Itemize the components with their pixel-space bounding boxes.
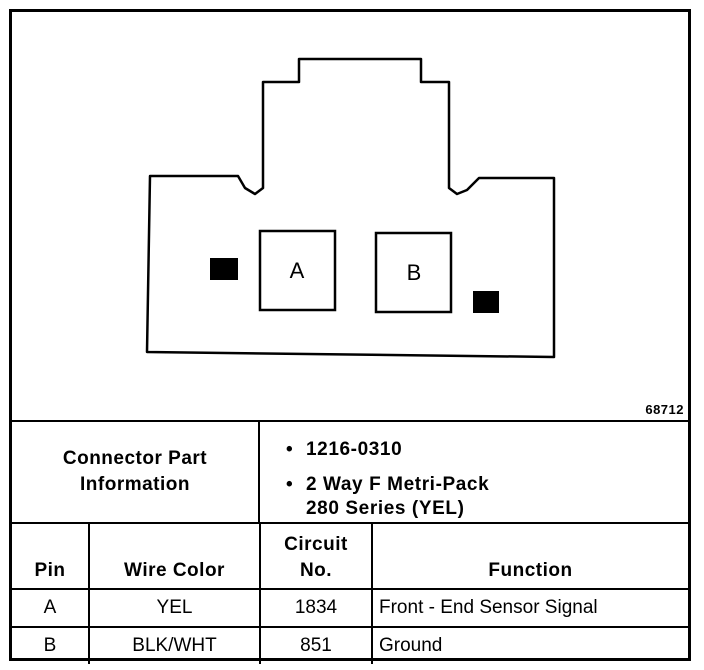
- header-circuit-line2: No.: [299, 560, 333, 582]
- connector-part-info-label: Connector Part Information: [12, 422, 260, 522]
- connector-type-line1: 2 Way F Metri-Pack: [306, 474, 490, 495]
- cell-function: Ground: [371, 625, 688, 664]
- figure-id: 68712: [645, 402, 684, 417]
- locking-key-left: [210, 258, 238, 280]
- connector-face-view: A B: [145, 57, 556, 359]
- header-circuit-no: Circuit No.: [259, 521, 373, 591]
- pin-cavity-a: [258, 229, 337, 312]
- header-circuit-line1: Circuit: [284, 534, 348, 556]
- cell-function: Front - End Sensor Signal: [371, 588, 688, 628]
- part-number: 1216-0310: [306, 439, 403, 460]
- cell-wire-color: YEL: [88, 588, 261, 628]
- connector-drawing-area: A B 68712: [12, 12, 688, 420]
- pin-cavity-b: [374, 231, 453, 314]
- connector-part-info-row: Connector Part Information • 1216-0310 •…: [12, 420, 688, 522]
- cell-pin: A: [12, 588, 90, 628]
- cell-circuit: 851: [259, 625, 373, 664]
- pin-label-a: A: [290, 258, 305, 283]
- connector-diagram-sheet: A B 68712 Connector Part Information • 1…: [9, 9, 691, 664]
- locking-key-right: [473, 291, 499, 313]
- cell-pin: B: [12, 625, 90, 664]
- connector-type-line2: 280 Series (YEL): [306, 498, 465, 519]
- cell-circuit: 1834: [259, 588, 373, 628]
- pin-function-table: Pin Wire Color Circuit No. Function A YE…: [12, 521, 688, 664]
- header-function: Function: [371, 521, 688, 591]
- part-number-item: • 1216-0310: [286, 438, 403, 462]
- table-row: B BLK/WHT 851 Ground: [12, 625, 688, 664]
- table-header-row: Pin Wire Color Circuit No. Function: [12, 521, 688, 591]
- header-wire-color: Wire Color: [88, 521, 261, 591]
- header-pin: Pin: [12, 521, 90, 591]
- cell-wire-color: BLK/WHT: [88, 625, 261, 664]
- bullet-dot: •: [286, 439, 294, 460]
- pin-label-b: B: [407, 260, 422, 285]
- connector-part-info-list: • 1216-0310 • 2 Way F Metri-Pack 280 Ser…: [260, 422, 688, 522]
- info-label-line2: Information: [80, 474, 190, 495]
- info-label-line1: Connector Part: [62, 448, 208, 469]
- bullet-dot: •: [286, 474, 294, 495]
- table-row: A YEL 1834 Front - End Sensor Signal: [12, 588, 688, 628]
- connector-type-item: • 2 Way F Metri-Pack 280 Series (YEL): [286, 473, 490, 521]
